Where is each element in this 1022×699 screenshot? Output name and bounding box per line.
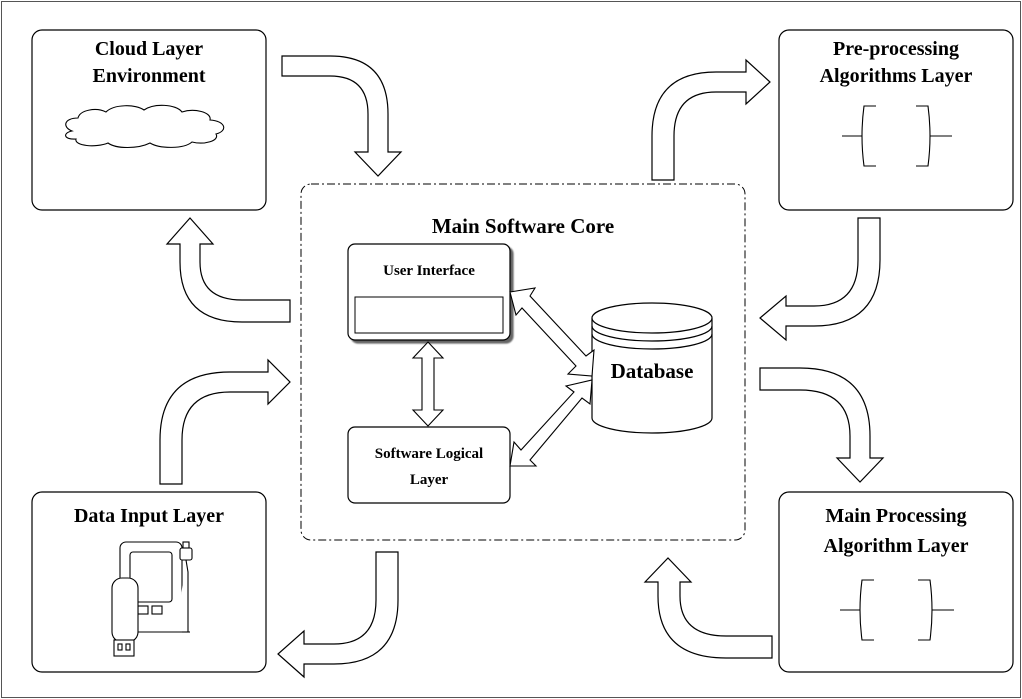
algorithm-block-icon <box>842 105 952 167</box>
user-interface-panel <box>354 296 504 334</box>
core-to-preprocessing-arrow <box>651 58 771 181</box>
database-label: Database <box>611 359 694 383</box>
cloud-layer-title-line2: Environment <box>93 65 206 87</box>
logical-database-double-arrow <box>509 379 593 467</box>
data-input-title: Data Input Layer <box>74 505 224 527</box>
main-software-core-title: Main Software Core <box>432 214 614 238</box>
cloud-to-core-arrow <box>281 55 403 177</box>
cloud-layer-title-line1: Cloud Layer <box>95 38 203 60</box>
core-to-cloud-arrow <box>165 217 291 323</box>
data-input-device-icon <box>111 541 193 657</box>
core-to-main-processing-arrow <box>759 367 885 483</box>
main-processing-title-line2: Algorithm Layer <box>824 535 969 557</box>
software-logical-title-line1: Software Logical <box>375 446 483 462</box>
software-logical-title-line2: Layer <box>410 472 449 488</box>
main-processing-to-core-arrow <box>643 557 773 659</box>
main-software-core-container <box>300 183 746 541</box>
algorithm-block-icon <box>840 579 954 641</box>
cloud-icon <box>65 104 225 149</box>
ui-logical-double-arrow <box>411 341 445 427</box>
preprocessing-title-line1: Pre-processing <box>833 38 959 60</box>
main-processing-layer-box: Main Processing Algorithm Layer <box>778 491 1014 673</box>
main-processing-title-line1: Main Processing <box>825 505 966 527</box>
core-to-data-input-arrow <box>277 551 399 679</box>
data-input-to-core-arrow <box>159 358 291 485</box>
software-logical-layer-box <box>347 426 511 504</box>
user-interface-title: User Interface <box>383 263 475 279</box>
cloud-layer-box: Cloud Layer Environment <box>31 29 267 211</box>
ui-database-double-arrow <box>509 287 595 377</box>
data-input-layer-box: Data Input Layer <box>31 491 267 673</box>
database-cylinder <box>591 302 713 434</box>
preprocessing-layer-box: Pre-processing Algorithms Layer <box>778 29 1014 211</box>
preprocessing-title-line2: Algorithms Layer <box>820 65 973 87</box>
preprocessing-to-core-arrow <box>759 217 881 342</box>
